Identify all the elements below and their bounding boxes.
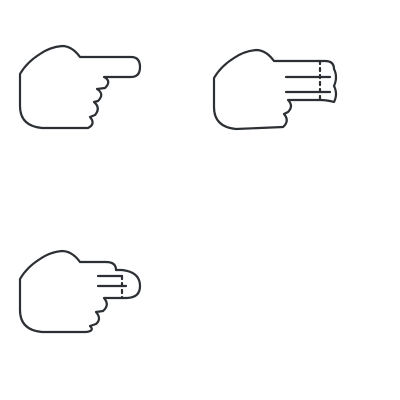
hand-pointing-right-three-fingers-icon	[212, 48, 338, 131]
hand-pointing-right-one-finger-icon	[18, 44, 142, 130]
hand-pointing-right-two-fingers-icon	[18, 249, 142, 334]
